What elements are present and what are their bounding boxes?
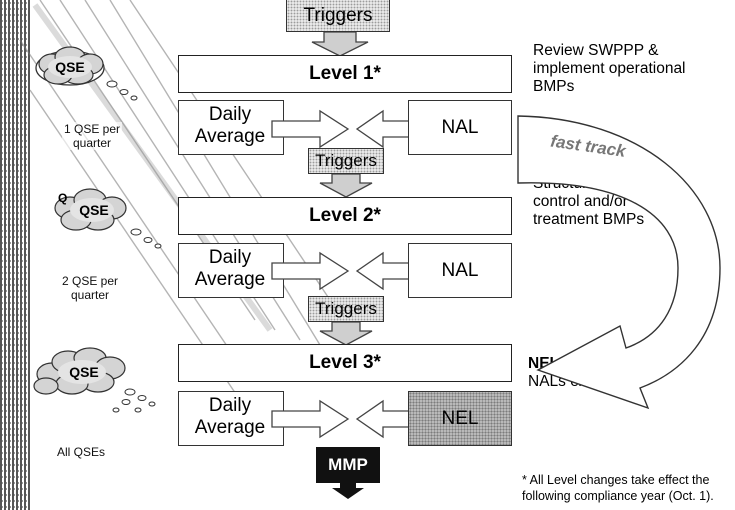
qse-cloud-1: QSE bbox=[35, 46, 138, 101]
top-triggers-box: Triggers bbox=[286, 0, 390, 32]
level-1-label: Level 1* bbox=[309, 63, 381, 84]
right-arrow-3 bbox=[271, 399, 350, 439]
top-triggers-label: Triggers bbox=[303, 4, 373, 26]
qse-cloud-3-label: QSE bbox=[69, 364, 99, 380]
right-arrow-2 bbox=[271, 251, 350, 291]
q-letter: Q bbox=[58, 191, 67, 205]
triggers-box-2: Triggers bbox=[308, 296, 384, 322]
level-3-label: Level 3* bbox=[309, 352, 381, 373]
qse-count-3: All QSEs bbox=[46, 445, 116, 459]
level-3-box: Level 3* bbox=[178, 344, 512, 382]
mmp-box: MMP bbox=[316, 447, 380, 483]
triggers-label-1: Triggers bbox=[315, 151, 377, 170]
level-1-action-text: Review SWPPP & implement operational BMP… bbox=[533, 42, 686, 95]
nal-box-1: NAL bbox=[408, 100, 512, 155]
triggers-box-1: Triggers bbox=[308, 148, 384, 174]
level-1-box: Level 1* bbox=[178, 55, 512, 93]
daily-average-box-1 bbox=[178, 100, 284, 155]
level-2-label: Level 2* bbox=[309, 205, 381, 226]
footnote: * All Level changes take effect the foll… bbox=[522, 473, 714, 503]
down-arrow-3 bbox=[319, 322, 373, 346]
daily-average-box-3 bbox=[178, 391, 284, 446]
nal-label-1: NAL bbox=[441, 116, 479, 138]
daily-average-label-1: Daily Average bbox=[194, 104, 266, 147]
triggers-label-2: Triggers bbox=[315, 299, 377, 318]
mmp-down-arrow bbox=[332, 482, 364, 499]
right-arrow-1 bbox=[271, 109, 350, 149]
qse-cloud-1-label: QSE bbox=[55, 59, 85, 75]
nal-box-2: NAL bbox=[408, 243, 512, 298]
qse-count-1: 1 QSE per quarter bbox=[62, 122, 122, 150]
qse-cloud-3: QSE bbox=[33, 347, 156, 413]
daily-average-label-2: Daily Average bbox=[194, 247, 266, 290]
qse-cloud-2: Q QSE bbox=[54, 188, 162, 249]
down-arrow-1 bbox=[311, 32, 369, 56]
daily-average-box-2 bbox=[178, 243, 284, 298]
qse-cloud-2-label: QSE bbox=[79, 202, 109, 218]
level-2-box: Level 2* bbox=[178, 197, 512, 235]
left-texture-panel bbox=[0, 0, 30, 510]
down-arrow-2 bbox=[319, 174, 373, 198]
fast-track-arrow: fast track bbox=[517, 115, 721, 410]
daily-average-label-3: Daily Average bbox=[194, 395, 266, 438]
nal-label-2: NAL bbox=[441, 259, 479, 281]
mmp-label: MMP bbox=[328, 455, 368, 474]
qse-count-2: 2 QSE per quarter bbox=[58, 274, 122, 302]
nel-label: NEL bbox=[441, 407, 479, 429]
nel-box: NEL bbox=[408, 391, 512, 446]
